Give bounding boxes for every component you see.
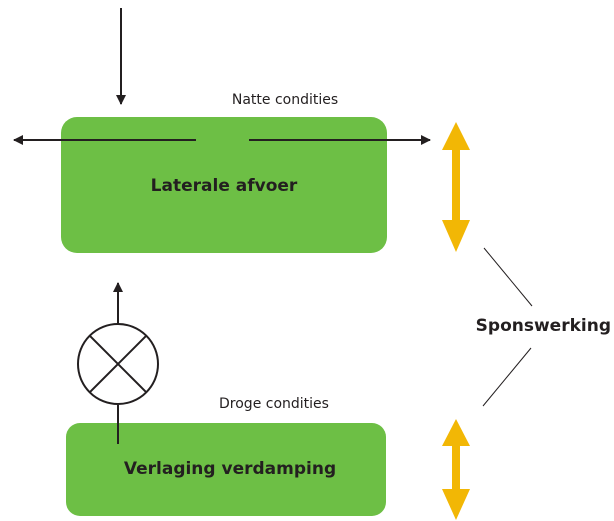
dry-conditions-caption: Droge condities xyxy=(219,396,329,412)
sponge-connector-upper xyxy=(483,247,533,307)
lateral-discharge-box xyxy=(61,117,387,253)
valve-cross-line-2 xyxy=(88,334,148,394)
sponge-effect-label: Sponswerking xyxy=(476,316,611,336)
wet-conditions-caption: Natte condities xyxy=(232,92,338,108)
dry-double-arrow xyxy=(442,419,470,520)
reduced-evaporation-box xyxy=(66,423,386,516)
sponge-connector-lower xyxy=(482,347,532,407)
lateral-discharge-label: Laterale afvoer xyxy=(151,176,298,196)
wet-double-arrow xyxy=(442,122,470,252)
reduced-evaporation-label: Verlaging verdamping xyxy=(124,459,336,479)
